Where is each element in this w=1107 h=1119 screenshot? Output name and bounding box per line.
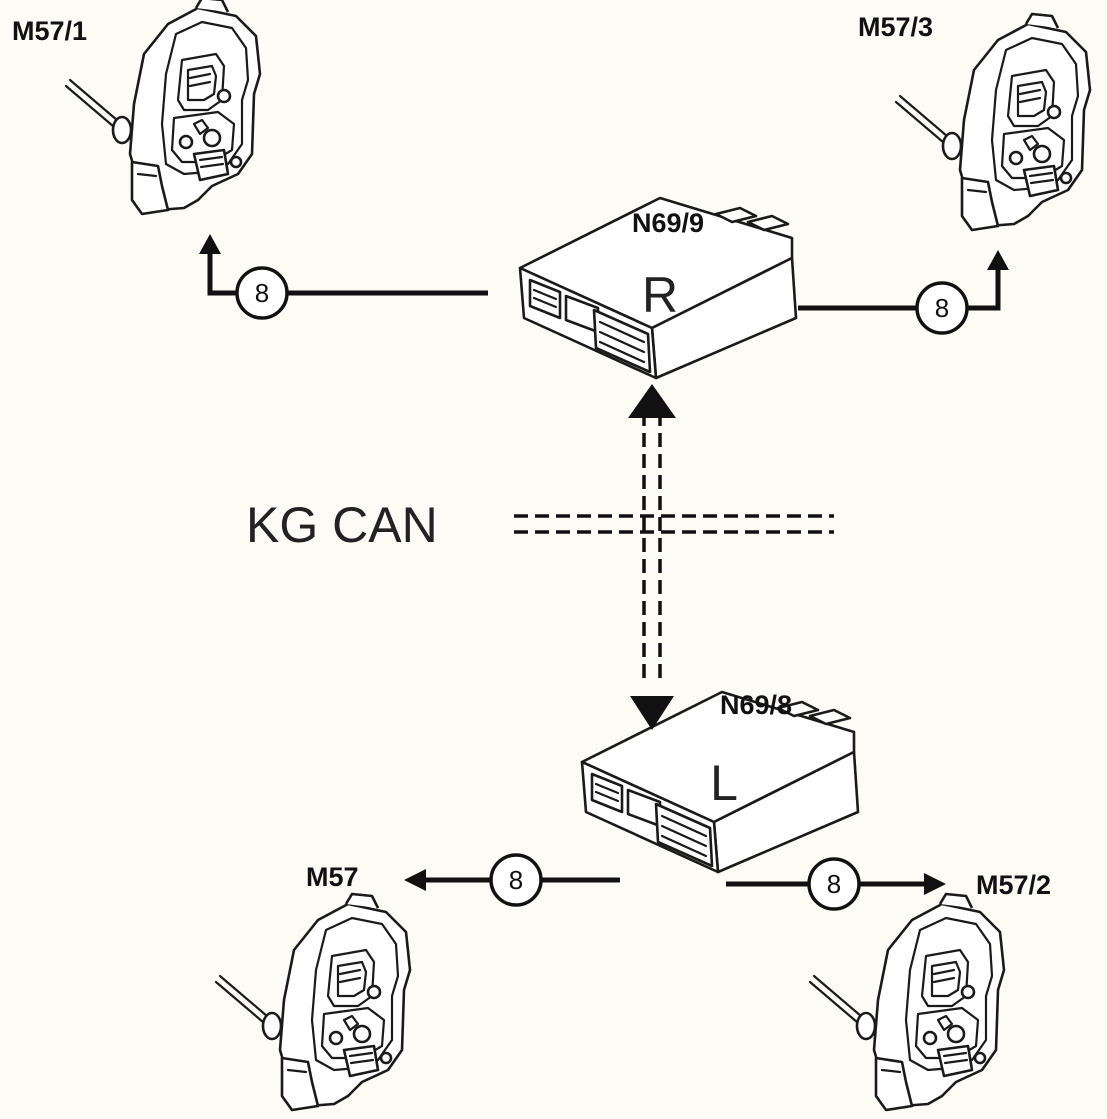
connection-top-left [199,234,488,296]
label-m57: M57 [306,862,359,892]
ecu-right-letter: R [642,267,678,323]
arrow-right-icon [924,873,946,895]
label-n69-8: N69/8 [720,690,792,720]
arrow-left-icon [404,869,426,891]
label-n69-9: N69/9 [632,208,704,238]
door-lock-rear-left [214,892,412,1112]
svg-text:8: 8 [255,278,269,308]
arrow-up-icon [628,384,676,418]
label-kg-can: KG CAN [246,497,438,553]
badge-top-right: 8 [915,281,969,335]
arrow-up-icon [987,250,1009,270]
svg-text:8: 8 [935,293,949,323]
label-m57-1: M57/1 [12,16,87,46]
svg-text:8: 8 [827,869,841,899]
ecu-left-letter: L [710,755,738,811]
connection-top-right [798,250,1009,311]
label-m57-2: M57/2 [976,870,1051,900]
svg-text:8: 8 [509,865,523,895]
door-lock-rear-right [808,892,1006,1112]
door-lock-front-right [894,12,1092,232]
label-m57-3: M57/3 [858,12,933,42]
arrow-up-icon [199,234,221,254]
door-lock-front-left [64,0,262,216]
badge-bottom-left: 8 [489,853,543,907]
badge-top-left: 8 [235,266,289,320]
can-bus-lines [514,384,834,730]
arrow-down-icon [630,696,674,730]
badge-bottom-right: 8 [807,857,861,911]
